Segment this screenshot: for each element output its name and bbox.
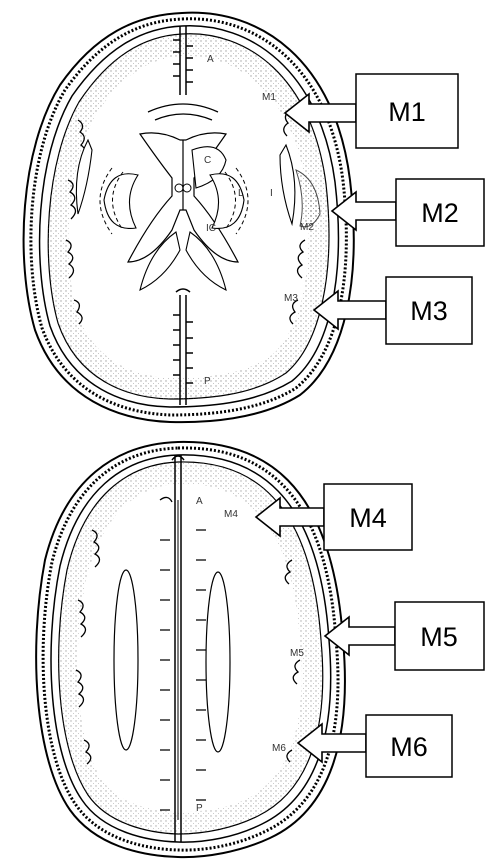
upper-brain-slice bbox=[24, 13, 354, 422]
box-m4-text: M4 bbox=[349, 503, 387, 533]
label-lower-anterior: A bbox=[196, 496, 203, 507]
label-region-m3: M3 bbox=[284, 293, 298, 304]
label-upper-posterior: P bbox=[204, 376, 211, 387]
lower-centrum-left bbox=[114, 570, 138, 750]
upper-fornix-right bbox=[183, 184, 191, 192]
box-m2-text: M2 bbox=[421, 198, 459, 228]
label-region-m5: M5 bbox=[290, 648, 304, 659]
box-m3-text: M3 bbox=[410, 296, 448, 326]
label-region-m2: M2 bbox=[300, 222, 314, 233]
label-caudate: C bbox=[204, 155, 211, 166]
label-lentiform: L bbox=[238, 188, 244, 199]
label-insula: I bbox=[270, 188, 273, 199]
lower-centrum-right bbox=[206, 572, 230, 752]
box-m1-text: M1 bbox=[388, 97, 426, 127]
label-region-m6: M6 bbox=[272, 743, 286, 754]
label-region-m4: M4 bbox=[224, 509, 238, 520]
label-lower-posterior: P bbox=[196, 803, 203, 814]
label-upper-anterior: A bbox=[207, 54, 214, 65]
label-region-m1: M1 bbox=[262, 92, 276, 103]
label-internal-capsule: IC bbox=[206, 223, 216, 234]
box-m6-text: M6 bbox=[390, 732, 428, 762]
box-m5-text: M5 bbox=[420, 622, 458, 652]
upper-fornix-left bbox=[175, 184, 183, 192]
